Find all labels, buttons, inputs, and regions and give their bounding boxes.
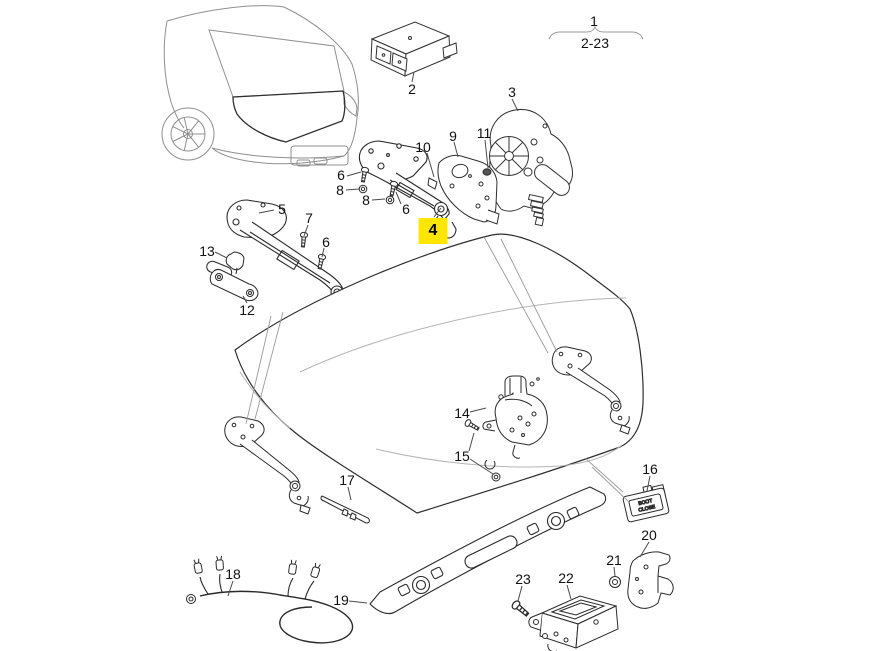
callout-1-range[interactable]: 2-23 (580, 35, 610, 51)
installed-right-hinge (551, 346, 631, 435)
callout-10[interactable]: 10 (415, 139, 431, 155)
part-3-motor-assembly (488, 108, 573, 227)
callout-17[interactable]: 17 (339, 472, 355, 488)
car-wheel (161, 107, 215, 161)
part-9-bracket (437, 154, 500, 225)
callout-16[interactable]: 16 (642, 461, 658, 477)
callout-15[interactable]: 15 (454, 448, 470, 464)
callout-8b[interactable]: 8 (362, 192, 370, 208)
callout-5[interactable]: 5 (278, 201, 286, 217)
part-11-grommet (482, 168, 492, 176)
part-22-latch (528, 595, 619, 651)
callout-23[interactable]: 23 (515, 571, 531, 587)
callout-6b[interactable]: 6 (402, 201, 410, 217)
part-4-right-hinge (358, 140, 457, 239)
part-23-bolt (509, 598, 532, 619)
boot-lid-panel (234, 233, 644, 514)
callout-3[interactable]: 3 (508, 84, 516, 100)
car-rear-sketch (161, 5, 359, 167)
callout-9[interactable]: 9 (449, 128, 457, 144)
range-brace (548, 25, 644, 40)
callout-1[interactable]: 1 (590, 13, 598, 29)
part-20-bracket (627, 551, 674, 609)
callout-12[interactable]: 12 (239, 302, 255, 318)
installed-left-hinge (224, 416, 311, 515)
callout-8a[interactable]: 8 (336, 182, 344, 198)
part-10-clip (427, 177, 438, 190)
callout-22[interactable]: 22 (558, 570, 574, 586)
callout-6a[interactable]: 6 (337, 167, 345, 183)
boot-close-label-line1: BOOT (638, 498, 653, 507)
callout-11[interactable]: 11 (476, 125, 492, 141)
part-12-striker-arm (209, 268, 259, 302)
part-2-control-module (370, 21, 458, 77)
part-21-nut (609, 576, 621, 588)
assembly-location-lines (245, 236, 630, 503)
part-17-strip (320, 495, 370, 524)
callout-7[interactable]: 7 (305, 210, 313, 226)
callout-20[interactable]: 20 (641, 527, 657, 543)
car-boot-lid-outline (232, 90, 346, 143)
callout-19[interactable]: 19 (333, 592, 349, 608)
boot-close-switch: BOOT CLOSE (622, 484, 670, 523)
callout-18[interactable]: 18 (225, 566, 241, 582)
part-18-wiring-harness (186, 555, 354, 644)
part-19-light-strip (369, 486, 607, 615)
callout-21[interactable]: 21 (606, 552, 622, 568)
callout-4-highlighted[interactable]: 4 (418, 218, 448, 244)
callout-2[interactable]: 2 (408, 81, 416, 97)
leader-lines (214, 71, 651, 604)
callout-13[interactable]: 13 (199, 243, 215, 259)
boot-close-label-line2: CLOSE (638, 504, 657, 514)
part-14-boot-lock (482, 375, 548, 482)
callout-6c[interactable]: 6 (322, 234, 330, 250)
callout-14[interactable]: 14 (454, 405, 470, 421)
